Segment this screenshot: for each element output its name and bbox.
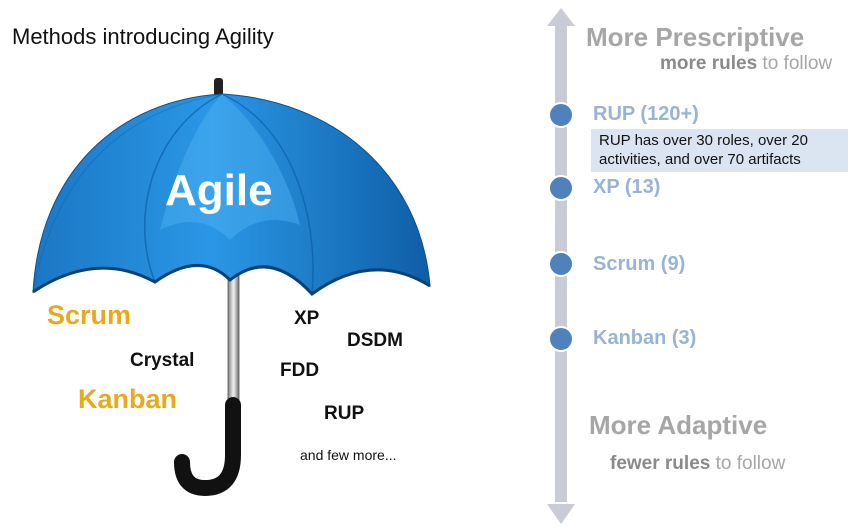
scale-top-sub-rest: to follow: [757, 53, 833, 74]
umbrella-icon: [32, 78, 431, 497]
scale-point-scrum: Scrum (9): [593, 253, 686, 275]
scale-bottom-sub-rest: to follow: [710, 453, 786, 474]
scale-top-heading: More Prescriptive: [586, 22, 805, 52]
scale-bottom-sub-bold: fewer rules: [610, 453, 711, 474]
scale-bottom-subtitle: fewer rules to follow: [610, 453, 785, 475]
scale-point-xp: XP (13): [593, 176, 661, 198]
method-crystal: Crystal: [130, 350, 195, 371]
scale-bottom-heading: More Adaptive: [589, 410, 768, 440]
scale-top-sub-bold: more rules: [660, 53, 758, 74]
diagram-title: Methods introducing Agility: [12, 24, 274, 49]
arrow-down-icon: [547, 504, 575, 524]
method-scrum: Scrum: [47, 300, 132, 330]
umbrella-handle: [174, 397, 241, 497]
method-more: and few more...: [300, 447, 397, 463]
arrow-up-icon: [547, 8, 575, 26]
method-kanban: Kanban: [78, 384, 178, 414]
scale-dot-xp: [548, 175, 574, 201]
scale-dot-rup: [548, 102, 574, 128]
scale-point-kanban: Kanban (3): [593, 327, 697, 349]
scale-point-rup: RUP (120+): [593, 103, 699, 125]
rup-note: RUP has over 30 roles, over 20 activitie…: [591, 129, 848, 172]
umbrella-label: Agile: [165, 166, 273, 215]
scale-dot-kanban: [548, 326, 574, 352]
method-rup: RUP: [324, 403, 365, 424]
method-fdd: FDD: [280, 360, 320, 381]
scale-top-subtitle: more rules to follow: [660, 53, 832, 75]
method-dsdm: DSDM: [347, 330, 403, 351]
scale-dot-scrum: [548, 251, 574, 277]
method-xp: XP: [294, 308, 320, 329]
